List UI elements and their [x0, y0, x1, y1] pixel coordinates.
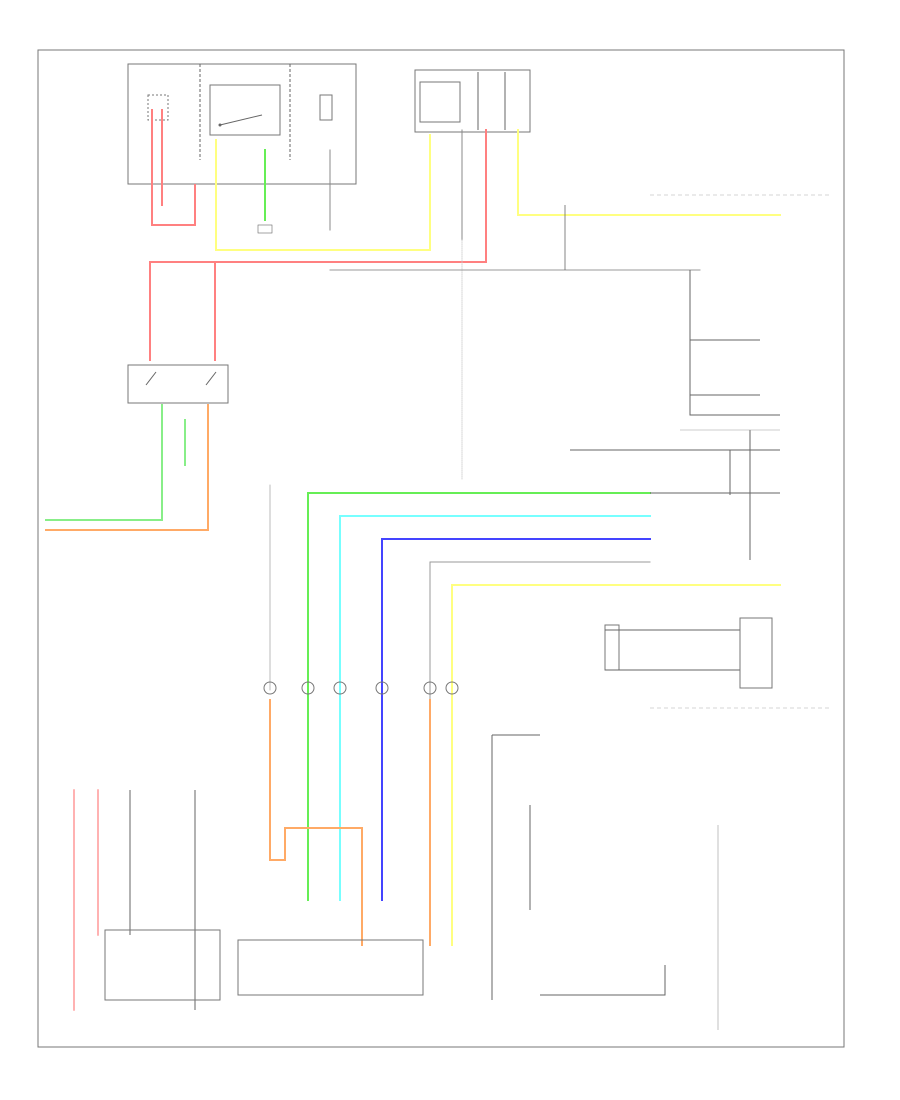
combination-switch [127, 364, 229, 404]
wire-yellow-bundle [451, 584, 781, 901]
wire-cyan-bundle [339, 515, 651, 901]
wire-yellow-2 [517, 129, 781, 216]
under-hood-fuse-relay-box [127, 63, 357, 185]
wire-yellow-1 [215, 134, 431, 251]
right-connector [604, 617, 773, 689]
diagram-frame [37, 49, 845, 1048]
bulb-row [263, 681, 459, 695]
wire-ladder-right [689, 270, 780, 416]
wire-blue-bundle [381, 538, 651, 901]
wire-orange-lower [269, 699, 363, 946]
wire-gray-bundle [429, 561, 651, 901]
wire-orange-out [45, 404, 209, 531]
wire-green-bundle [307, 492, 651, 901]
ground-label-box [257, 224, 273, 234]
horn-relay-box [414, 69, 531, 133]
wire-green-out [45, 404, 163, 521]
bottom-switch-right [540, 965, 666, 996]
lower-left-connector [104, 929, 221, 1001]
wire-red-3 [214, 129, 487, 361]
bottom-switch-box [237, 939, 424, 996]
wire-red-1 [151, 109, 196, 226]
